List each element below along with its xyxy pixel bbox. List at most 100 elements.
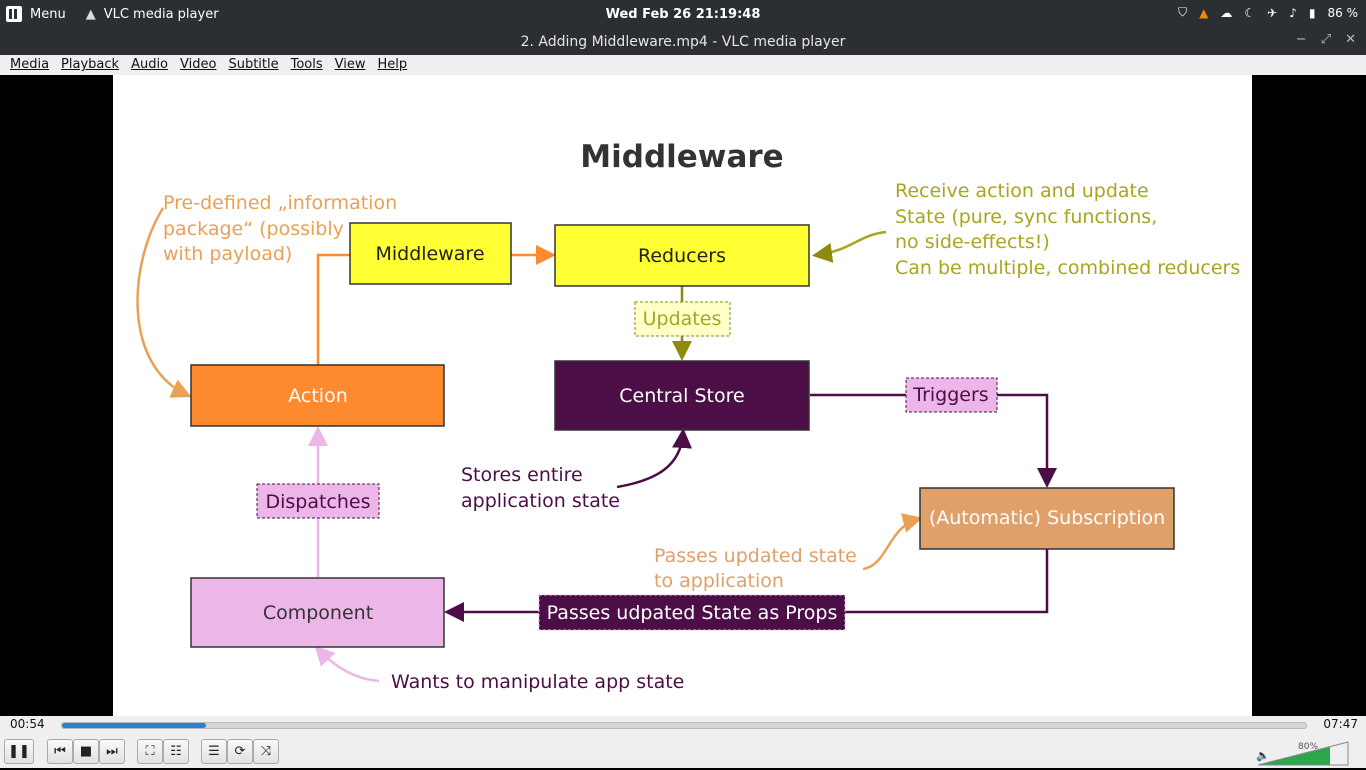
action-note-line-1: Pre-defined „information (163, 192, 397, 214)
previous-icon: ⏮ (54, 744, 66, 759)
shuffle-icon: ⤨ (260, 744, 272, 759)
middleware-box: Middleware (349, 222, 512, 285)
slide-title: Middleware (580, 139, 783, 175)
subscription-note-line-2: to application (654, 570, 784, 592)
equalizer-icon: ☷ (170, 744, 182, 759)
menu-media[interactable]: Media (10, 57, 50, 72)
menu-video[interactable]: Video (180, 57, 217, 72)
reducers-box-label: Reducers (638, 245, 726, 267)
speaker-icon[interactable]: 🔈 (1256, 749, 1270, 762)
video-area[interactable]: Middleware Middleware (0, 75, 1366, 716)
component-box-label: Component (263, 602, 373, 624)
next-button[interactable]: ⏭ (99, 739, 125, 764)
battery-icon[interactable]: ▮ (1308, 5, 1316, 20)
reducers-box: Reducers (554, 224, 810, 287)
close-icon[interactable]: ✕ (1345, 32, 1356, 47)
loop-button[interactable]: ⟳ (227, 739, 253, 764)
menu-view[interactable]: View (334, 57, 366, 72)
action-note-curve (136, 207, 192, 398)
volume-outline (1257, 741, 1349, 766)
reducer-note-curve (812, 230, 887, 263)
video-frame-slide: Middleware Middleware (113, 75, 1252, 716)
total-time[interactable]: 07:47 (1323, 717, 1358, 731)
player-controls: 00:54 07:47 ❚❚ ⏮ ■ ⏭ ⛶ ☷ ☰ ⟳ ⤨ 🔈 80% (0, 716, 1366, 768)
central-store-box-label: Central Store (619, 385, 744, 407)
component-note-curve (314, 645, 380, 683)
stop-icon: ■ (79, 744, 93, 759)
updates-label: Updates (634, 301, 731, 337)
subscription-box-label: (Automatic) Subscription (929, 507, 1165, 529)
reducer-note-line-2: State (pure, sync functions, (895, 206, 1157, 228)
reducer-note-line-1: Receive action and update (895, 180, 1149, 202)
menu-help[interactable]: Help (377, 57, 408, 72)
stop-button[interactable]: ■ (73, 739, 99, 764)
reducer-note: Receive action and update State (pure, s… (895, 180, 1240, 279)
panel-left: Menu ▲ VLC media player (6, 6, 219, 22)
window-titlebar[interactable]: 2. Adding Middleware.mp4 - VLC media pla… (0, 29, 1366, 55)
dispatches-label-text: Dispatches (265, 491, 370, 513)
triggers-label-text: Triggers (912, 384, 988, 406)
shuffle-button[interactable]: ⤨ (253, 739, 279, 764)
desktop-panel: Menu ▲ VLC media player Wed Feb 26 21:19… (0, 0, 1366, 29)
menu-subtitle[interactable]: Subtitle (228, 57, 279, 72)
restore-icon[interactable]: ⤢ (1320, 32, 1332, 47)
next-icon: ⏭ (106, 744, 118, 759)
action-to-middleware-arrow (316, 253, 350, 365)
subscription-note: Passes updated state to application (654, 545, 857, 592)
volume-label: 80% (1298, 742, 1318, 752)
vlc-cone-icon: ▲ (85, 6, 96, 22)
previous-button[interactable]: ⏮ (47, 739, 73, 764)
pause-icon: ❚❚ (8, 744, 30, 759)
menu-tools[interactable]: Tools (290, 57, 323, 72)
clock[interactable]: Wed Feb 26 21:19:48 (605, 7, 761, 22)
fullscreen-icon: ⛶ (145, 744, 155, 759)
passes-props-label: Passes udpated State as Props (538, 594, 846, 631)
triggers-label: Triggers (905, 377, 998, 413)
subscription-box: (Automatic) Subscription (919, 487, 1175, 550)
volume-tray-icon[interactable]: ♪ (1289, 5, 1297, 20)
menu-playback[interactable]: Playback (61, 57, 120, 72)
subscription-note-line-1: Passes updated state (654, 545, 857, 567)
system-tray: ⛉ ▲ ☁ ☾ ✈ ♪ ▮ 86 % (1178, 5, 1358, 20)
vlc-tray-icon[interactable]: ▲ (1199, 5, 1209, 20)
playlist-button[interactable]: ☰ (201, 739, 227, 764)
middleware-diagram: Middleware Middleware (136, 139, 1240, 693)
store-note-line-2: application state (461, 490, 620, 512)
taskbar-vlc[interactable]: VLC media player (103, 6, 219, 22)
volume-fill (1258, 746, 1330, 765)
seek-bar[interactable] (61, 722, 1307, 729)
cloud-icon[interactable]: ☁ (1220, 5, 1233, 20)
mint-menu-icon[interactable] (6, 6, 22, 22)
minimize-icon[interactable]: − (1295, 32, 1307, 47)
middleware-box-label: Middleware (375, 243, 484, 265)
store-note-line-1: Stores entire (461, 464, 583, 486)
shield-icon[interactable]: ⛉ (1178, 5, 1188, 19)
menu-button[interactable]: Menu (30, 6, 66, 22)
window-controls: − ⤢ ✕ (1296, 32, 1356, 47)
action-box-label: Action (288, 385, 348, 407)
extended-settings-button[interactable]: ☷ (163, 739, 189, 764)
seek-progress (62, 723, 207, 728)
action-note-line-2: package“ (possibly (163, 218, 344, 240)
window-title: 2. Adding Middleware.mp4 - VLC media pla… (520, 34, 846, 50)
moon-icon[interactable]: ☾ (1244, 5, 1256, 20)
loop-icon: ⟳ (234, 744, 246, 759)
pause-button[interactable]: ❚❚ (4, 739, 34, 764)
updates-label-text: Updates (643, 308, 722, 330)
store-to-subscription-arrow (810, 393, 1057, 488)
menu-bar: Media Playback Audio Video Subtitle Tool… (0, 55, 1366, 75)
component-box: Component (190, 577, 445, 648)
menu-audio[interactable]: Audio (131, 57, 169, 72)
action-note-line-3: with payload) (163, 243, 292, 265)
volume-slider[interactable]: 80% (1257, 740, 1358, 766)
store-note: Stores entire application state (461, 464, 620, 512)
reducer-note-line-4: Can be multiple, combined reducers (895, 257, 1240, 279)
fullscreen-button[interactable]: ⛶ (137, 739, 163, 764)
central-store-box: Central Store (554, 360, 810, 431)
airplane-icon[interactable]: ✈ (1267, 5, 1278, 20)
reducer-note-line-3: no side-effects!) (895, 231, 1050, 253)
component-note: Wants to manipulate app state (391, 671, 684, 693)
action-box: Action (190, 364, 445, 427)
subscription-note-curve (862, 513, 923, 571)
elapsed-time[interactable]: 00:54 (10, 717, 45, 731)
